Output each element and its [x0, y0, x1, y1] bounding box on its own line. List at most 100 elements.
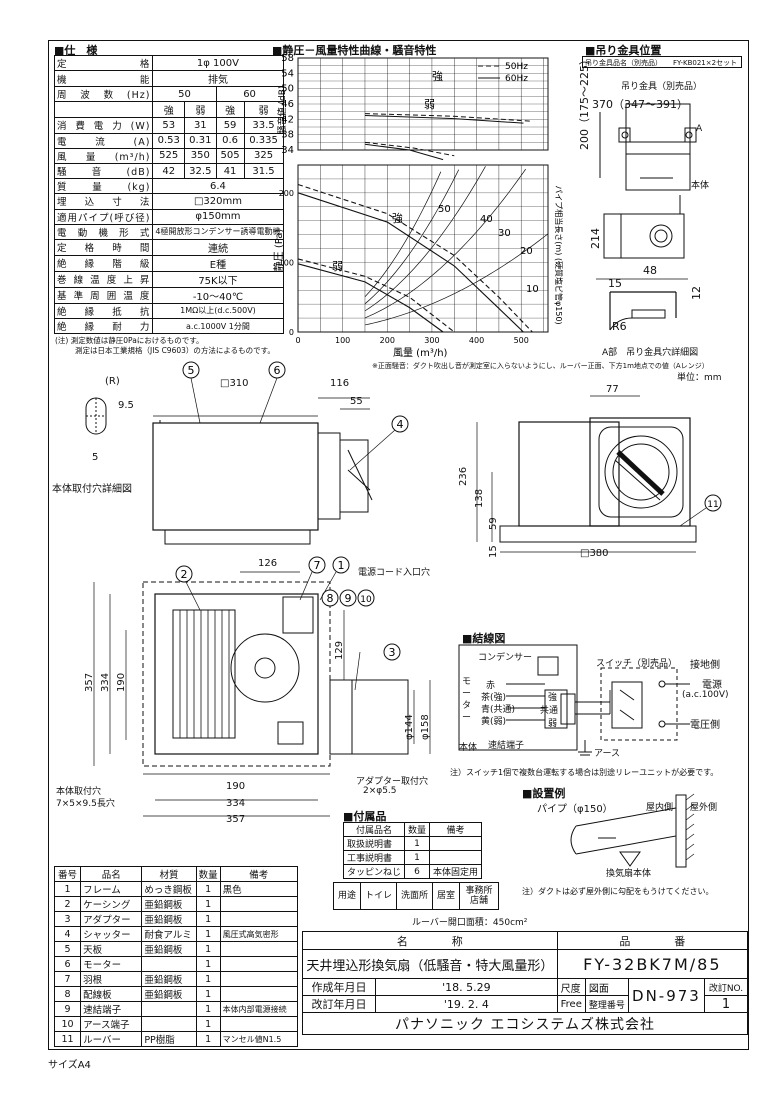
parts-cell: 1	[195, 986, 221, 1002]
duct-axis-label: パイプ相当長さ(m) (硬質塩ビ管φ150)	[554, 185, 564, 324]
parts-cell	[219, 911, 299, 927]
noise-tick-label: 54	[281, 68, 294, 79]
spec-value: 60	[215, 86, 284, 103]
parts-cell: 亜鉛鋼板	[141, 986, 197, 1002]
parts-cell: 亜鉛鋼板	[141, 896, 197, 912]
dim-380: □380	[580, 548, 609, 559]
parts-cell: 6	[53, 956, 82, 972]
parts-header: 品名	[80, 866, 143, 882]
chart-note: ※正面騒音：ダクト吹出し音が測定室に入らないようにし、ルーバー正面、下方1m地点…	[372, 362, 709, 370]
dim-334b: 334	[226, 798, 246, 809]
parts-cell	[219, 956, 299, 972]
wiring-common: 共通	[540, 706, 559, 716]
use-item: トイレ	[360, 882, 398, 910]
callout-circle	[308, 556, 326, 574]
parts-cell: PP樹脂	[141, 1031, 197, 1047]
x-tick-label: 100	[335, 336, 350, 345]
parts-cell: 3	[53, 911, 82, 927]
unit-label: 単位：mm	[677, 373, 722, 383]
leader-line	[190, 377, 201, 424]
pressure-series-line	[297, 183, 533, 333]
parts-cell: 1	[53, 881, 82, 897]
hanger-body-label: 本体	[691, 181, 710, 191]
spec-value: 50	[152, 86, 217, 103]
hole-95: 9.5	[118, 400, 134, 411]
wire-red: 赤	[486, 681, 496, 691]
parts-cell: マンセル値N1.5	[219, 1031, 299, 1047]
install-outdoor: 屋外側	[690, 803, 718, 813]
parts-cell: モーター	[80, 956, 143, 972]
name-header: 名 称	[302, 931, 558, 950]
wiring-motor: モーター	[462, 677, 472, 723]
legend-50hz: 50Hz	[505, 62, 528, 72]
parts-cell: 耐食アルミ	[141, 926, 197, 942]
duct-curve	[364, 166, 486, 312]
use-item: 洗面所	[396, 882, 434, 910]
wiring-voltage-side: 電圧側	[690, 720, 720, 731]
pressure-tick-label: 100	[279, 258, 294, 267]
parts-cell: ルーバー	[80, 1031, 143, 1047]
hanger-point-a: A	[696, 124, 703, 134]
x-tick-label: 300	[424, 336, 439, 345]
pressure-series-line	[297, 263, 444, 333]
parts-cell	[141, 956, 197, 972]
acc-cell: 本体固定用	[429, 864, 483, 879]
acc-cell: 取扱説明書	[342, 836, 406, 851]
paper-size: サイズA4	[48, 1060, 91, 1071]
legend-60hz: 60Hz	[505, 74, 528, 84]
x-tick-label: 500	[514, 336, 529, 345]
series-label-strong-noise: 強	[432, 70, 443, 83]
callout-circle	[704, 494, 722, 512]
spec-label: 電動機形式	[53, 223, 154, 240]
dim-310: □310	[220, 378, 249, 389]
noise-tick-label: 38	[281, 130, 294, 141]
revised-date: '19. 2. 4	[375, 995, 558, 1013]
callout-number: 3	[389, 646, 396, 659]
spec-label: 定格	[53, 54, 154, 72]
callout-circle	[391, 415, 409, 433]
parts-cell: 9	[53, 1001, 82, 1017]
noise-series-line	[364, 113, 533, 122]
wiring-weak: 弱	[548, 719, 558, 729]
dim-77: 77	[606, 384, 619, 395]
noise-tick-label: 34	[281, 145, 294, 156]
spec-value: 4極開放形コンデンサー誘導電動機	[152, 223, 284, 240]
leader-line	[679, 507, 707, 527]
parts-cell: 1	[195, 971, 221, 987]
callout-number: 5	[188, 364, 195, 377]
callout-number: 8	[327, 592, 334, 605]
wiring-title: ■結線図	[462, 632, 506, 645]
accessories-title: ■付属品	[343, 810, 387, 823]
use-table: 用途トイレ洗面所居室事務所店舗	[332, 882, 500, 910]
parts-cell	[219, 941, 299, 957]
dim-357b: 357	[226, 814, 246, 825]
callout-number: 9	[345, 592, 352, 605]
parts-cell: 亜鉛鋼板	[141, 941, 197, 957]
parts-header: 番号	[53, 866, 82, 882]
dim-126: 126	[258, 558, 278, 569]
callout-circle	[383, 643, 401, 661]
duct-curve-label: 50	[438, 204, 451, 215]
pressure-tick-label: 200	[279, 189, 294, 198]
noise-tick-label: 58	[281, 53, 294, 64]
install-title: ■設置例	[522, 787, 566, 800]
leader-line	[349, 429, 396, 471]
noise-tick-label: 42	[281, 114, 294, 125]
parts-cell	[141, 1001, 197, 1017]
parts-cell	[219, 896, 299, 912]
code-header: 品 番	[556, 931, 749, 950]
install-body: 換気扇本体	[606, 869, 652, 879]
callout-number: 6	[274, 364, 281, 377]
parts-cell: 1	[195, 881, 221, 897]
hanger-detail-caption: A部 吊り金具穴詳細図	[602, 348, 699, 358]
